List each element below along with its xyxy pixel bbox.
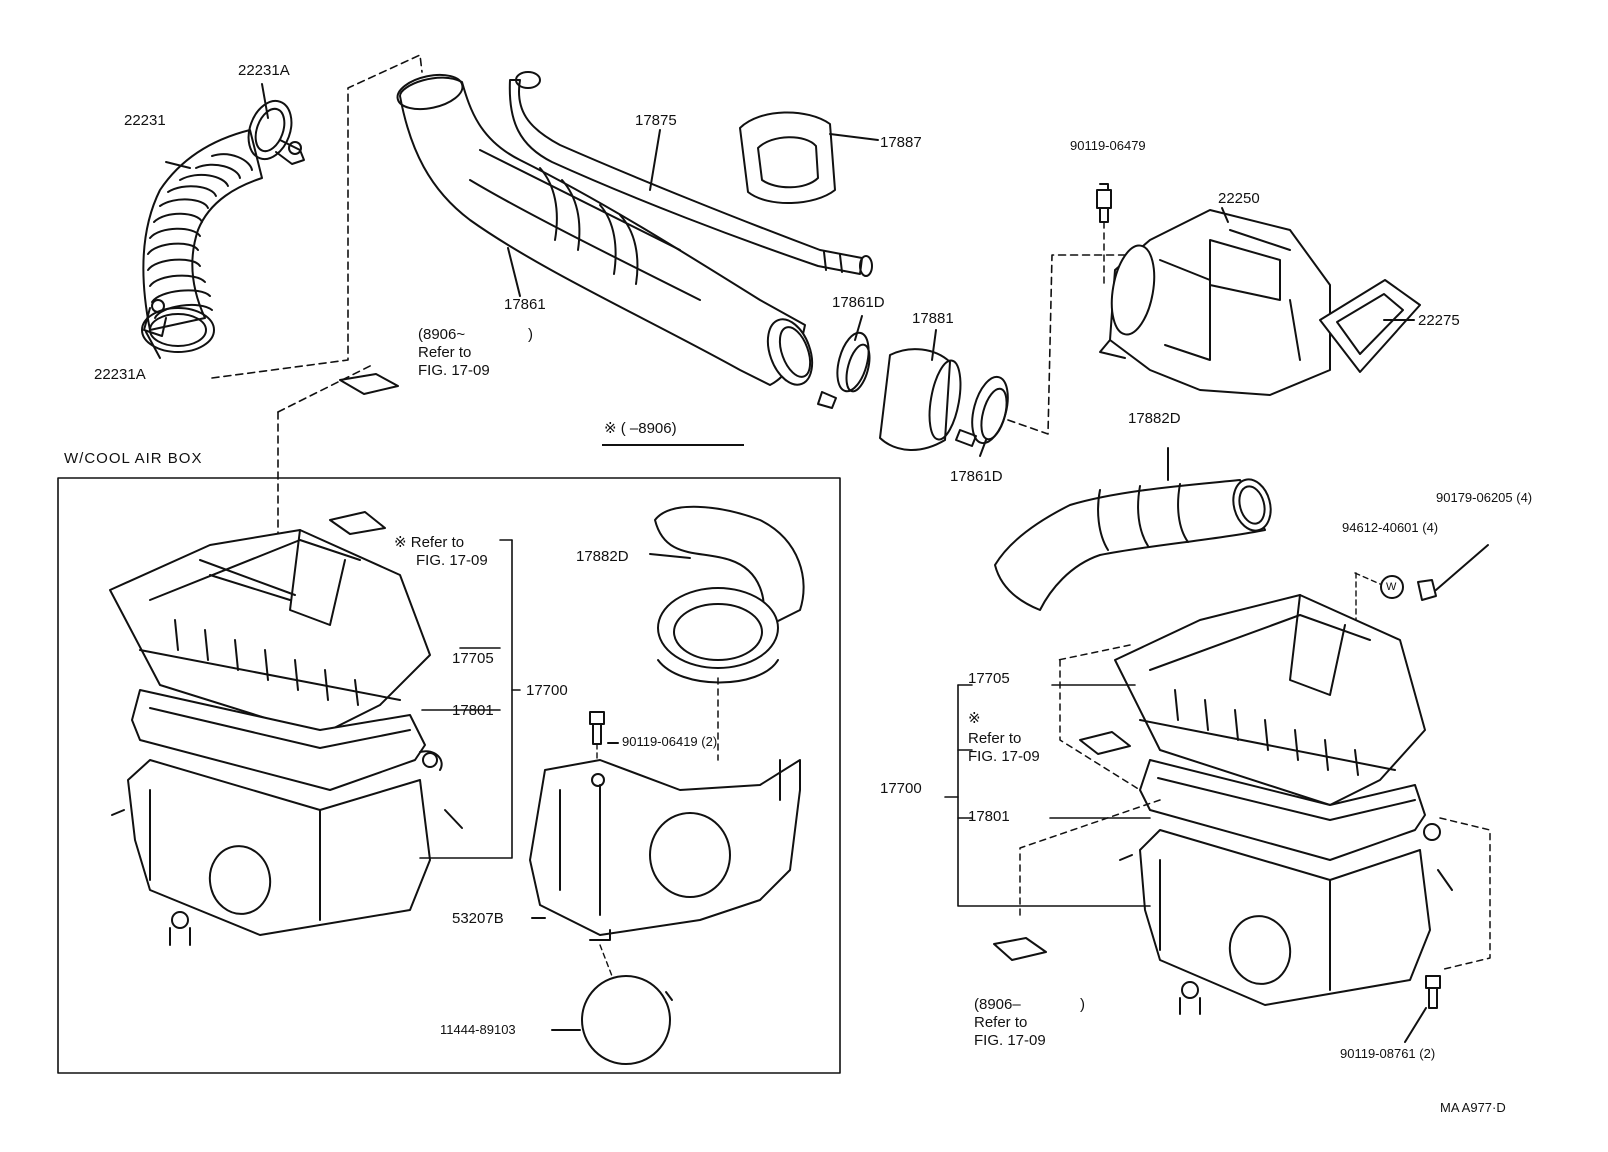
effective-note: ※ ( –8906) (604, 420, 677, 437)
label-22231a-bottom: 22231A (94, 366, 146, 383)
label-90119-06419: 90119-06419 (2) (622, 734, 718, 749)
gasket-22275-drawing (1319, 279, 1421, 373)
label-22231a-top: 22231A (238, 62, 290, 79)
box-title: W/COOL AIR BOX (64, 450, 203, 467)
label-53207b: 53207B (452, 910, 504, 927)
figure-code: MA A977·D (1440, 1100, 1506, 1115)
ref-bottom-b: ) (1080, 996, 1085, 1013)
label-90119-08761: 90119-08761 (2) (1340, 1046, 1436, 1061)
label-17882d-left: 17882D (576, 548, 629, 565)
ref-right-b: FIG. 17-09 (968, 748, 1040, 765)
nut-90179-drawing (1417, 579, 1437, 601)
label-17700-right: 17700 (880, 780, 922, 797)
label-17801-left: 17801 (452, 702, 494, 719)
ref-right-mark: ※ (968, 710, 981, 727)
label-17882d-right: 17882D (1128, 410, 1181, 427)
ref-top-left-a: (8906~ (418, 326, 466, 343)
ref-top-left-b: ) (528, 326, 533, 343)
hose-17875-drawing (508, 71, 873, 277)
meter-22250-drawing (1096, 183, 1331, 396)
label-90179-06205: 90179-06205 (4) (1436, 490, 1533, 505)
label-22275: 22275 (1418, 312, 1460, 329)
label-17705-left: 17705 (452, 650, 494, 667)
ref-box-b: FIG. 17-09 (416, 552, 488, 569)
cool-air-box-frame (57, 477, 841, 1074)
label-94612-40601: 94612-40601 (4) (1342, 520, 1439, 535)
ref-box-a: ※ Refer to (394, 534, 465, 551)
label-22231: 22231 (124, 112, 166, 129)
label-17887: 17887 (880, 134, 922, 151)
label-17700-left: 17700 (526, 682, 568, 699)
hose-17882d-left-drawing (654, 505, 805, 684)
ref-bottom-c: Refer to (974, 1014, 1028, 1031)
hose-17881-drawing (817, 331, 1009, 451)
cover-53207b-drawing (529, 759, 801, 941)
label-17861: 17861 (504, 296, 546, 313)
band-17887-drawing (739, 111, 879, 204)
label-90119-06479: 90119-06479 (1070, 138, 1146, 153)
washer-symbol: W (1386, 581, 1397, 593)
label-17801-right: 17801 (968, 808, 1010, 825)
ref-top-left-c: Refer to (418, 344, 472, 361)
ref-bottom-a: (8906– (974, 996, 1021, 1013)
label-17861d-right: 17861D (950, 468, 1003, 485)
ref-bottom-d: FIG. 17-09 (974, 1032, 1046, 1049)
label-17881: 17881 (912, 310, 954, 327)
hose-17882d-right-drawing (994, 478, 1272, 611)
label-11444-89103: 11444-89103 (440, 1022, 516, 1037)
label-17875: 17875 (635, 112, 677, 129)
washer-94612-drawing (1380, 575, 1404, 599)
ref-right-a: Refer to (968, 730, 1022, 747)
ref-top-left-d: FIG. 17-09 (418, 362, 490, 379)
cap-11444-drawing (581, 975, 673, 1065)
label-22250: 22250 (1218, 190, 1260, 207)
hose-22231-drawing (141, 99, 305, 353)
label-17861d-left: 17861D (832, 294, 885, 311)
air-cleaner-right-drawing (1114, 594, 1453, 1015)
label-17705-right: 17705 (968, 670, 1010, 687)
air-cleaner-left-drawing (109, 529, 463, 946)
duct-17861-drawing (396, 73, 814, 386)
